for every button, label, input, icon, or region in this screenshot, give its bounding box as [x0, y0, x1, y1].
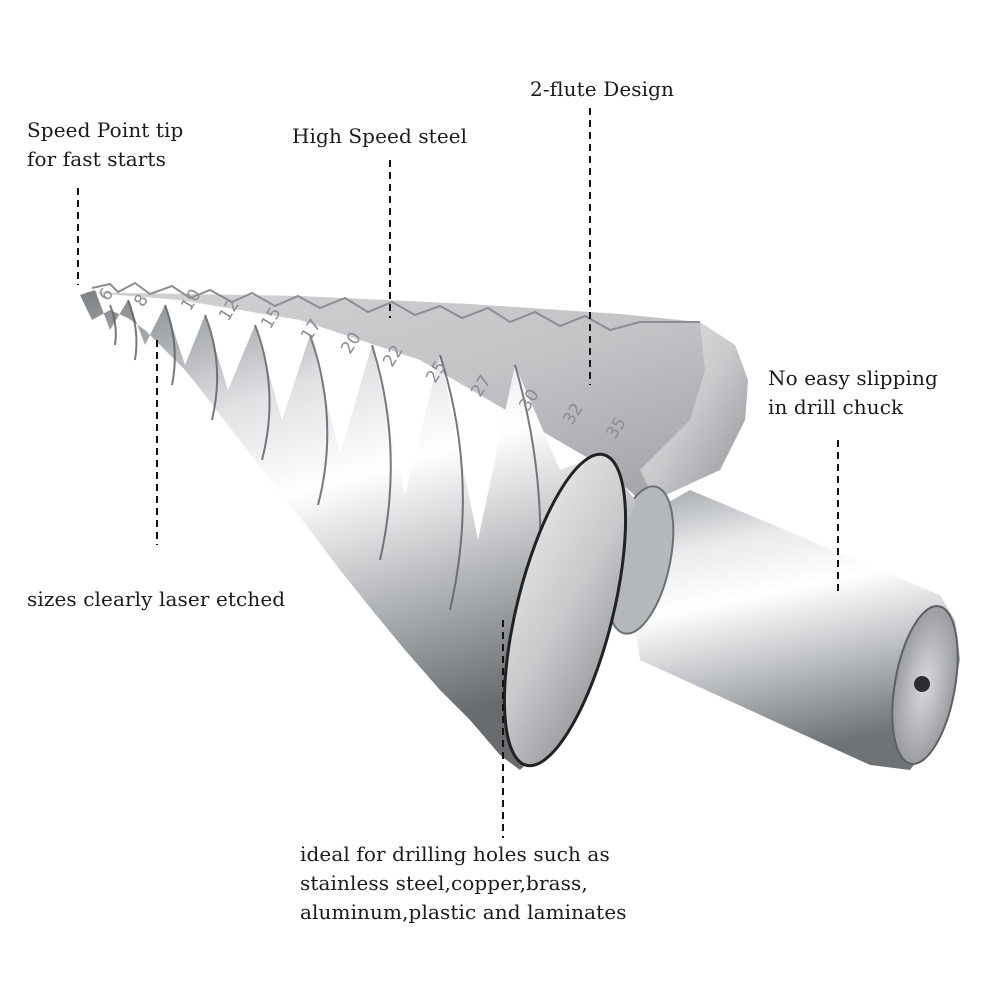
shank — [620, 490, 960, 770]
callout-line: High Speed steel — [292, 124, 468, 148]
cone-base-disk — [502, 452, 628, 768]
callout-2-flute-design: 2-flute Design — [530, 75, 674, 104]
callout-line: stainless steel,copper,brass, — [300, 871, 588, 895]
callout-line: Speed Point tip — [27, 118, 184, 142]
flute-serration — [91, 281, 700, 332]
cone-shoulder-face — [640, 322, 748, 500]
callout-line: in drill chuck — [768, 395, 904, 419]
callout-line: sizes clearly laser etched — [27, 587, 286, 611]
stepped-cone — [80, 290, 635, 770]
callout-line: for fast starts — [27, 147, 166, 171]
callout-high-speed-steel: High Speed steel — [292, 122, 467, 151]
callout-no-slipping: No easy slipping in drill chuck — [768, 364, 938, 422]
callout-line: aluminum,plastic and laminates — [300, 900, 627, 924]
callout-line: ideal for drilling holes such as — [300, 842, 610, 866]
size-mark: 10 — [177, 286, 205, 315]
callout-laser-etched: sizes clearly laser etched — [27, 585, 285, 614]
callout-speed-point-tip: Speed Point tip for fast starts — [27, 116, 183, 174]
flute-face — [80, 292, 748, 500]
center-hole — [914, 676, 930, 692]
callout-line: 2-flute Design — [530, 77, 675, 101]
callout-line: No easy slipping — [768, 366, 938, 390]
callout-ideal-uses: ideal for drilling holes such as stainle… — [300, 840, 627, 927]
